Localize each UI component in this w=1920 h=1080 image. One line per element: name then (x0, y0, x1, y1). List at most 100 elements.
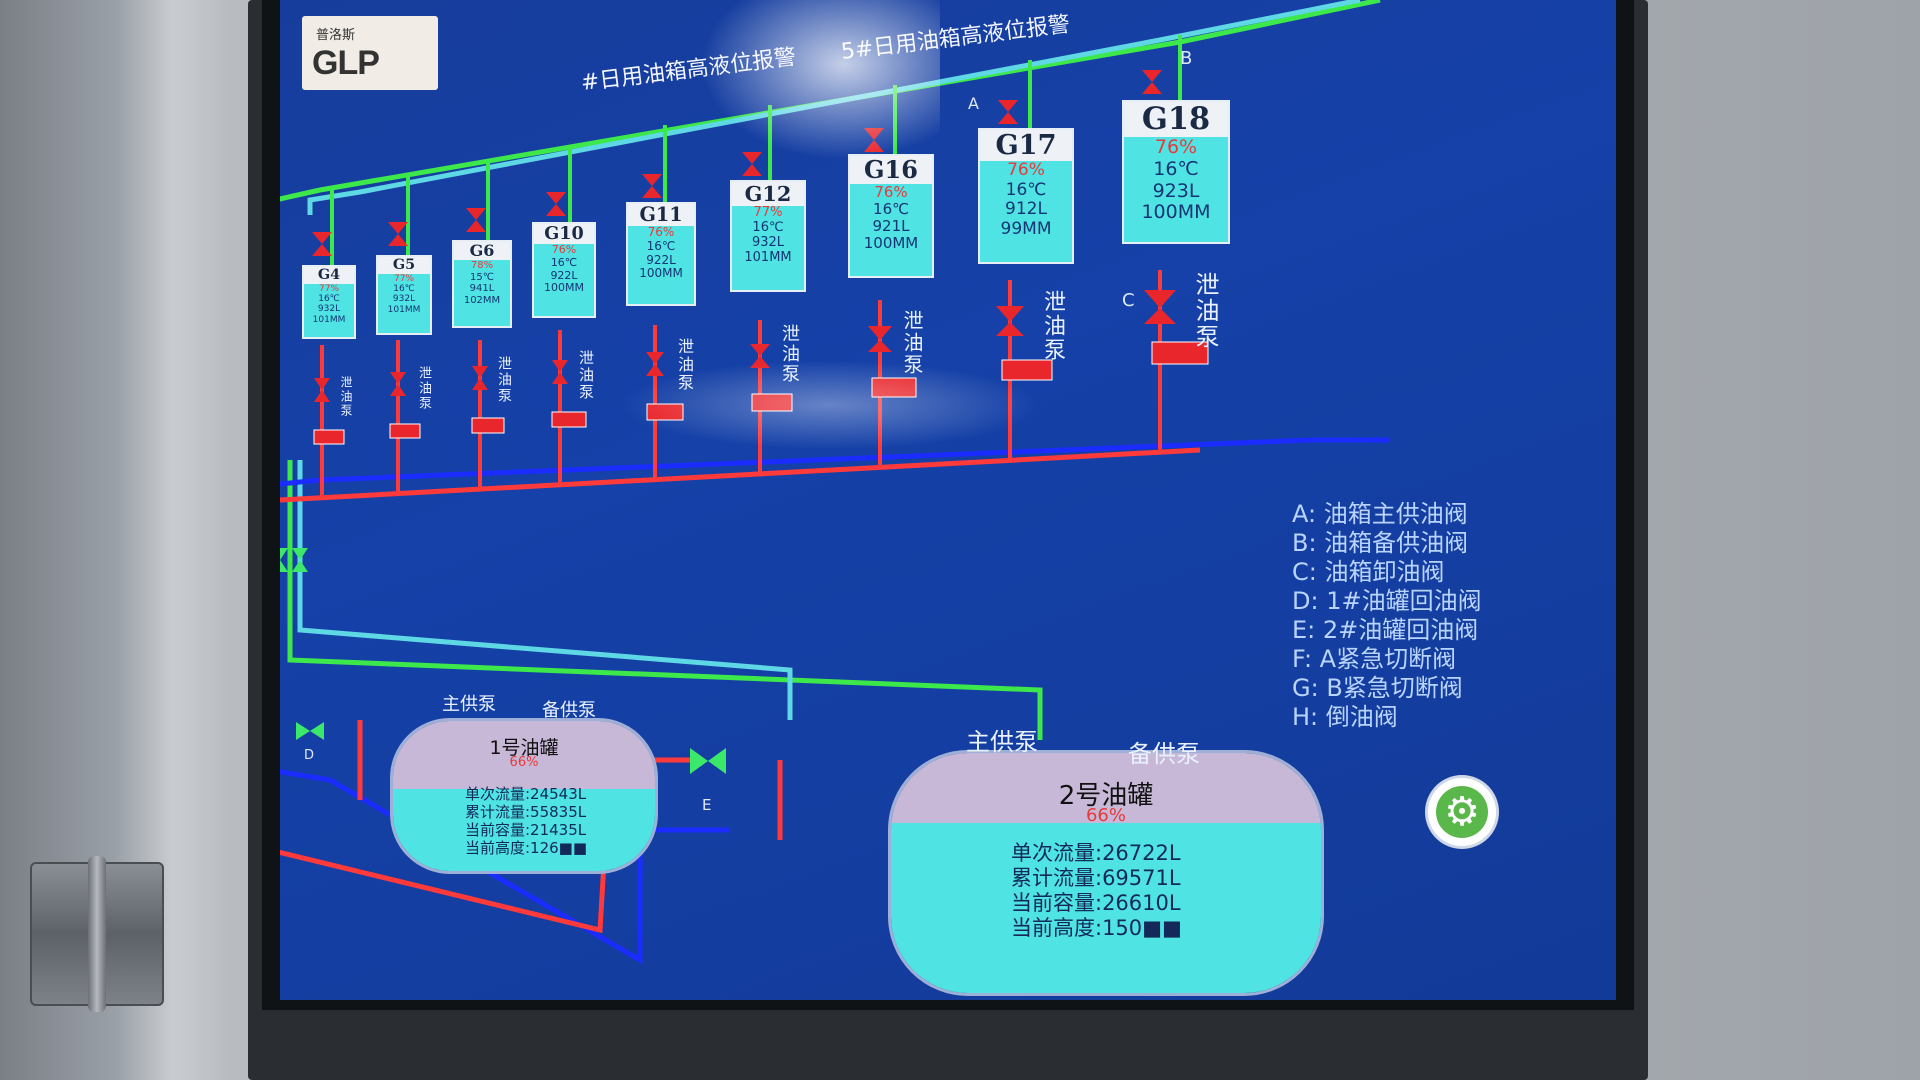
legend-item-b: B: 油箱备供油阀 (1292, 529, 1469, 557)
day-tank-name: G11 (628, 203, 694, 227)
day-tank-height: 100MM (639, 266, 683, 281)
day-tank-volume: 922L (646, 252, 676, 267)
day-tank-volume: 922L (550, 268, 578, 282)
day-tank-height: 101MM (744, 249, 792, 265)
valve-label-d: D (304, 748, 315, 763)
day-tank-pct: 77% (318, 283, 339, 294)
oil-tank-2-height: 当前高度:150■■ (1011, 916, 1182, 940)
legend-item-c: C: 油箱卸油阀 (1292, 558, 1445, 586)
drain-pump-label-g4: 泄油泵 (339, 376, 353, 418)
settings-button[interactable]: ⚙ (1428, 778, 1496, 846)
cabinet-hinge (30, 856, 164, 1012)
day-tank-volume: 923L (1152, 179, 1200, 202)
drain-pump-label-g16: 泄油泵 (900, 310, 924, 376)
drain-pump-label-g18: 泄油泵 (1191, 272, 1219, 350)
oil-tank-2-backup-pump-label: 备供泵 (1128, 740, 1200, 768)
day-tank-name: G5 (378, 256, 430, 274)
pipe-cyan-return (297, 460, 793, 720)
legend-item-f: F: A紧急切断阀 (1292, 645, 1457, 673)
day-tank-temp: 16℃ (393, 283, 415, 294)
drain-pump-label-g5: 泄油泵 (416, 366, 431, 411)
day-tank-temp: 15℃ (470, 271, 494, 283)
day-tank-pct: 76% (551, 243, 577, 257)
day-tank-temp: 16℃ (1153, 157, 1199, 180)
pipe-blue-top (280, 437, 1390, 487)
day-tank-name: G17 (980, 129, 1072, 162)
legend-item-e: E: 2#油罐回油阀 (1292, 616, 1479, 644)
tank-drop-pipes (320, 270, 1162, 500)
day-tank-pct: 76% (647, 225, 675, 240)
day-tank-pct: 77% (753, 204, 783, 220)
oil-tank-1-backup-pump-label: 备供泵 (542, 700, 596, 721)
valve-label-b: B (1180, 48, 1193, 69)
oil-tank-1-pct: 66% (509, 755, 539, 770)
pipe-red-drain (280, 447, 1201, 503)
oil-tank-2-single-flow: 单次流量:26722L (1011, 841, 1181, 865)
oil-tank-2-capacity: 当前容量:26610L (1011, 891, 1181, 915)
day-tank-temp: 16℃ (1005, 179, 1047, 200)
pipe-green-main (280, 0, 1381, 202)
logo-text: GLP (312, 44, 380, 82)
oil-tank-2-title: 2号油罐 (1058, 781, 1154, 811)
oil-tank-2: 2号油罐 66% 单次流量:26722L 累计流量:69571L 当前容量:26… (888, 750, 1324, 996)
oil-tank-1-total-flow: 累计流量:55835L (465, 803, 587, 821)
day-tank-pct: 78% (470, 260, 494, 272)
day-tank-height: 99MM (1000, 218, 1052, 239)
return-valves (296, 722, 726, 774)
oil-tank-1-capacity: 当前容量:21435L (465, 821, 587, 839)
pipe-network (280, 0, 1390, 965)
day-tank-volume: 932L (751, 234, 785, 250)
day-tank-volume: 932L (392, 294, 416, 305)
oil-tank-1-height: 当前高度:126■■ (465, 839, 588, 857)
day-tank-name: G18 (1124, 102, 1228, 137)
day-tank-temp: 16℃ (873, 199, 909, 218)
day-tank-height: 100MM (544, 281, 584, 295)
drain-valves (314, 290, 1176, 402)
oil-tank-2-main-pump-label: 主供泵 (966, 728, 1038, 756)
day-tank-volume: 921L (872, 217, 910, 236)
manifold-valves (280, 548, 308, 572)
oil-tank-1: 1号油罐 66% 单次流量:24543L 累计流量:55835L 当前容量:21… (390, 718, 658, 874)
oil-tank-1-single-flow: 单次流量:24543L (465, 785, 587, 803)
day-tank-name: G6 (454, 241, 510, 261)
day-tank-name: G10 (534, 223, 594, 245)
valve-legend: A: 油箱主供油阀 B: 油箱备供油阀 C: 油箱卸油阀 D: 1#油罐回油阀 … (1292, 500, 1482, 732)
oil-tank-2-pct: 66% (1085, 805, 1126, 826)
day-tank-pct: 76% (1154, 135, 1198, 158)
day-tank-name: G12 (732, 182, 804, 206)
legend-item-g: G: B紧急切断阀 (1292, 674, 1463, 702)
day-tank-height: 101MM (312, 314, 346, 325)
drain-pump-label-g6: 泄油泵 (496, 356, 512, 404)
day-tank-volume: 912L (1005, 199, 1047, 220)
oil-tank-2-total-flow: 累计流量:69571L (1011, 866, 1181, 890)
drain-pump-label-g12: 泄油泵 (779, 324, 800, 384)
oil-tank-1-main-pump-label: 主供泵 (442, 694, 496, 715)
day-tank-volume: 941L (469, 283, 495, 295)
legend-item-d: D: 1#油罐回油阀 (1292, 587, 1482, 615)
day-tank-name: G4 (304, 266, 354, 284)
day-tank-volume: 932L (317, 304, 341, 315)
pipe-cyan-main (307, 0, 1361, 215)
drain-pumps (313, 341, 1209, 445)
glp-logo: 普洛斯 GLP (302, 16, 438, 90)
legend-item-a: A: 油箱主供油阀 (1292, 500, 1468, 528)
logo-cn-text: 普洛斯 (316, 28, 356, 43)
drain-pump-label-g10: 泄油泵 (577, 350, 595, 401)
valve-label-a: A (968, 94, 979, 113)
drain-pump-label-g11: 泄油泵 (675, 338, 694, 392)
day-tank-temp: 16℃ (550, 255, 578, 269)
day-tank-pct: 77% (393, 273, 414, 284)
oil-tank-1-title: 1号油罐 (489, 737, 559, 759)
pipe-green-return (287, 460, 1043, 740)
valve-label-e: E (702, 796, 712, 814)
legend-item-h: H: 倒油阀 (1292, 703, 1398, 731)
